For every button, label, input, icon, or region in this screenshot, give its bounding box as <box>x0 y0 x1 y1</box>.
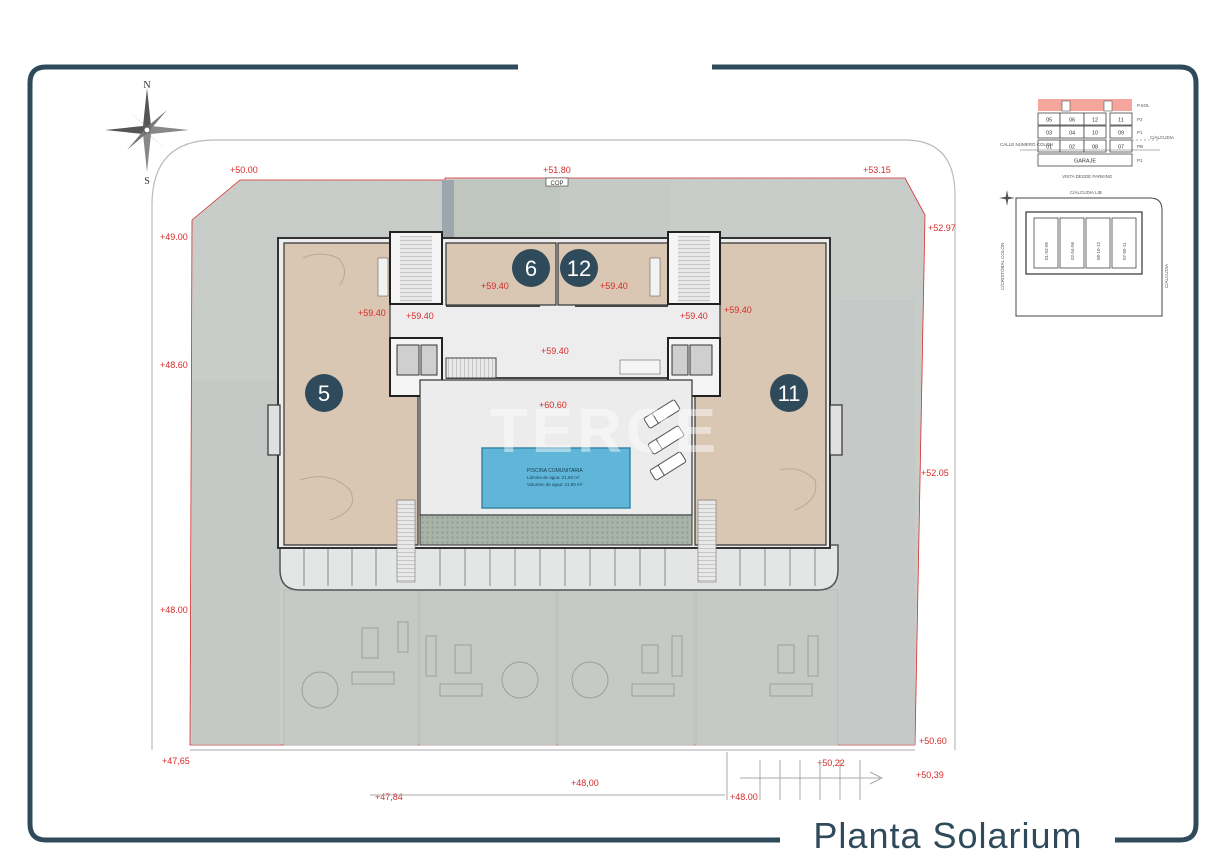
elevation-label: +59.40 <box>724 305 752 315</box>
sun-loungers <box>643 399 687 481</box>
elevation-label: +50,39 <box>916 770 944 780</box>
elevation-label: +59.40 <box>600 281 628 291</box>
elevation-label: +52.97 <box>928 223 956 233</box>
key-cell: 04 <box>1069 131 1075 137</box>
key-cell: 05 <box>1046 118 1052 124</box>
elevation-label: +59.40 <box>541 346 569 356</box>
key-plan-section <box>1020 99 1160 167</box>
compass-north-label: N <box>143 80 150 91</box>
key-level: P2 <box>1137 117 1143 122</box>
watermark: TERCE <box>490 397 720 466</box>
key-plan-cells: 05 06 12 11 03 04 10 09 01 02 08 07 GARA… <box>1000 103 1174 179</box>
key-site-left-note: C/CRISTÓBAL COLÓN <box>999 243 1005 290</box>
key-cell: 09 <box>1118 131 1124 137</box>
unit-number-11: 11 <box>778 381 801 406</box>
core-right <box>649 231 721 397</box>
cop-box <box>545 177 569 187</box>
private-gardens <box>283 589 839 746</box>
key-level: P1 <box>1137 158 1143 163</box>
elevation-label: +50.00 <box>230 165 258 175</box>
key-site-top-note: C/ALCUDIA LIB <box>1070 190 1102 195</box>
key-cell: 07 <box>1118 145 1124 151</box>
stair-right <box>697 499 717 583</box>
key-right-note: C/ALCUDIA <box>1150 135 1174 140</box>
elevation-label: +52.05 <box>921 468 949 478</box>
community-pool <box>481 447 631 509</box>
elevation-label: +59.40 <box>406 311 434 321</box>
elevation-label: +48,00 <box>571 778 599 788</box>
key-plan-site: C/ALCUDIA LIB C/CRISTÓBAL COLÓN C/ALCUDI… <box>999 190 1169 317</box>
elevation-label: +59.40 <box>358 308 386 318</box>
unit-number-12: 12 <box>567 256 591 281</box>
street-curb <box>151 139 956 750</box>
key-level: PB <box>1137 144 1143 149</box>
key-cell: 12 <box>1092 118 1098 124</box>
elevation-label: +51.80 <box>543 165 571 175</box>
elevation-label: +59.40 <box>680 311 708 321</box>
unit-marker-5: 5 <box>305 374 343 412</box>
garden-furniture <box>301 621 819 709</box>
key-block-label: 02-04-06 <box>1070 241 1075 260</box>
key-level: P.SOL <box>1137 103 1150 108</box>
balcony-band <box>279 544 839 591</box>
key-cell: 01 <box>1046 145 1052 151</box>
key-block-label: 01-03-05 <box>1044 241 1049 260</box>
elevation-label: +53.15 <box>863 165 891 175</box>
solarium-terraces <box>283 242 827 546</box>
key-cell: 11 <box>1118 118 1124 124</box>
key-level: P1 <box>1137 130 1143 135</box>
elevation-label: +60.60 <box>539 400 567 410</box>
bay-right <box>829 404 843 456</box>
unit-number-5: 5 <box>318 381 330 406</box>
unit-marker-12: 12 <box>560 249 598 287</box>
key-cell: 08 <box>1092 145 1098 151</box>
unit-marker-6: 6 <box>512 249 550 287</box>
pool-area: Lámina de agua: 21,60 m² <box>527 475 580 480</box>
stair-left <box>396 499 416 583</box>
key-garage: GARAJE <box>1074 159 1096 165</box>
platform-lift <box>619 359 661 375</box>
compass-rose-icon <box>105 88 189 172</box>
key-cell: 03 <box>1046 131 1052 137</box>
elevation-label: +50.60 <box>919 736 947 746</box>
key-cell: 02 <box>1069 145 1075 151</box>
key-compass-icon <box>999 190 1015 206</box>
elevation-label: +47,65 <box>162 756 190 766</box>
elevation-labels: +50.00 +51.80 +53.15 +49.00 +52.97 +48.6… <box>160 165 956 802</box>
elevation-label: +49.00 <box>160 232 188 242</box>
page-title: Planta Solarium <box>813 815 1082 856</box>
key-block-label: 07-09-11 <box>1122 242 1127 260</box>
elevation-label: +48.60 <box>160 360 188 370</box>
pool-deck <box>419 379 693 546</box>
elevation-label: +59.40 <box>481 281 509 291</box>
key-block-label: 08-10-12 <box>1096 241 1101 260</box>
key-left-note: CALLE NÚMERO COLÓN <box>1000 141 1053 147</box>
elevation-label: +48.00 <box>730 792 758 802</box>
key-bottom-note: VISTA DESDE PARKING <box>1062 174 1113 179</box>
pool-volume: Volumen de agua: 21,60 m³ <box>527 482 583 487</box>
compass-south-label: S <box>144 176 150 187</box>
pool-name: PISCINA COMUNITARIA <box>527 468 583 474</box>
elevation-label: +50,22 <box>817 758 845 768</box>
key-cell: 06 <box>1069 118 1075 124</box>
terrace-furniture <box>299 253 817 521</box>
cop-label: COP <box>550 181 563 187</box>
site-lines-bottom <box>190 749 915 800</box>
unit-number-6: 6 <box>525 256 537 281</box>
page-frame <box>27 64 1199 843</box>
bay-left <box>267 404 281 456</box>
elevation-label: +48.00 <box>160 605 188 615</box>
unit-marker-11: 11 <box>770 374 808 412</box>
key-cell: 10 <box>1092 131 1098 137</box>
key-site-right-note: C/ALCUDIA <box>1164 264 1169 288</box>
access-stair <box>445 357 497 379</box>
elevation-label: +47,84 <box>375 792 403 802</box>
